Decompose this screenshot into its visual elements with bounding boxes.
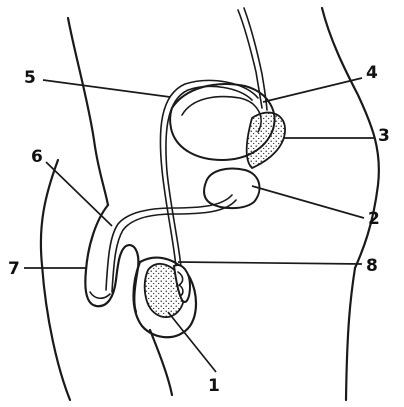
leader-line-6	[46, 162, 112, 226]
leader-line-8	[178, 262, 362, 264]
leader-line-4	[263, 78, 362, 102]
label-4: 4	[366, 63, 378, 83]
front-abdomen-outline	[68, 18, 108, 205]
seminal-vesicle-organ	[247, 113, 285, 168]
thigh-outline	[41, 160, 70, 400]
glans-detail	[90, 292, 110, 298]
label-5: 5	[24, 68, 36, 88]
label-7: 7	[8, 259, 20, 279]
leader-line-5	[43, 80, 170, 97]
inner-thigh-outline	[150, 330, 172, 395]
leader-line-2	[252, 186, 364, 218]
label-2: 2	[368, 209, 380, 229]
label-3: 3	[378, 126, 390, 146]
label-8: 8	[366, 256, 378, 276]
prostate-organ	[204, 169, 259, 209]
label-1: 1	[208, 376, 220, 396]
label-6: 6	[31, 147, 43, 167]
